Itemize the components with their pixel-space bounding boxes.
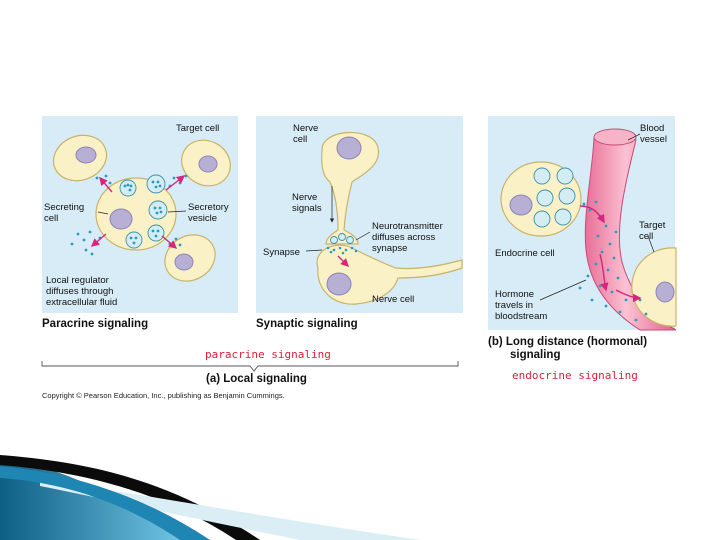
label-local-regulator-2: diffuses through [46, 286, 113, 297]
caption-hormonal-2: signaling [510, 349, 560, 361]
label-secretory-vesicle-2: vesicle [188, 213, 217, 224]
label-target-cell: Target cell [176, 123, 219, 134]
nucleus [175, 254, 193, 270]
label-secretory-vesicle: Secretory [188, 202, 229, 213]
label-local-regulator-3: extracellular fluid [46, 297, 117, 308]
label-synapse: Synapse [263, 247, 300, 258]
label-nerve-signals-2: signals [292, 203, 322, 214]
label-secreting-cell: Secreting [44, 202, 84, 213]
nucleus [327, 273, 351, 295]
copyright-text: Copyright © Pearson Education, Inc., pub… [42, 391, 285, 400]
label-blood-vessel: Blood [640, 123, 664, 134]
label-neurotransmitter: Neurotransmitter [372, 221, 443, 232]
slide-decoration-swoosh [0, 455, 420, 540]
label-nerve-signals: Nerve [292, 192, 317, 203]
label-nerve-cell-top: Nerve [293, 123, 318, 134]
label-neurotransmitter-3: synapse [372, 243, 407, 254]
nucleus [76, 147, 96, 163]
label-secreting-cell-2: cell [44, 213, 58, 224]
label-hormone-2: travels in [495, 300, 533, 311]
nucleus [656, 282, 674, 302]
label-target-cell: Target [639, 220, 666, 231]
caption-synaptic: Synaptic signaling [256, 318, 358, 330]
annotation-endocrine: endocrine signaling [512, 369, 638, 382]
label-hormone-3: bloodstream [495, 311, 547, 322]
label-target-cell-2: cell [639, 231, 653, 242]
label-nerve-cell-bottom: Nerve cell [372, 294, 414, 305]
label-nerve-cell-top-2: cell [293, 134, 307, 145]
nucleus [337, 137, 361, 159]
local-signaling-bracket [42, 361, 458, 371]
label-endocrine-cell: Endocrine cell [495, 248, 555, 259]
label-blood-vessel-2: vessel [640, 134, 667, 145]
paracrine-panel: Target cell Secreting cell Secretory ves… [42, 116, 239, 313]
annotation-paracrine: paracrine signaling [205, 348, 331, 361]
caption-paracrine: Paracrine signaling [42, 318, 148, 330]
caption-hormonal: (b) Long distance (hormonal) [488, 336, 647, 348]
label-hormone: Hormone [495, 289, 534, 300]
nucleus [110, 209, 132, 229]
blood-vessel-opening [594, 129, 636, 145]
hormonal-panel: Blood vessel Target cell Endocrine cell … [488, 116, 676, 330]
label-neurotransmitter-2: diffuses across [372, 232, 435, 243]
synaptic-panel: Nerve cell Nerve signals Neurotransmitte… [256, 116, 463, 313]
nucleus [199, 156, 217, 172]
label-local-regulator: Local regulator [46, 275, 109, 286]
nucleus [510, 195, 532, 215]
caption-local-signaling: (a) Local signaling [206, 373, 307, 385]
